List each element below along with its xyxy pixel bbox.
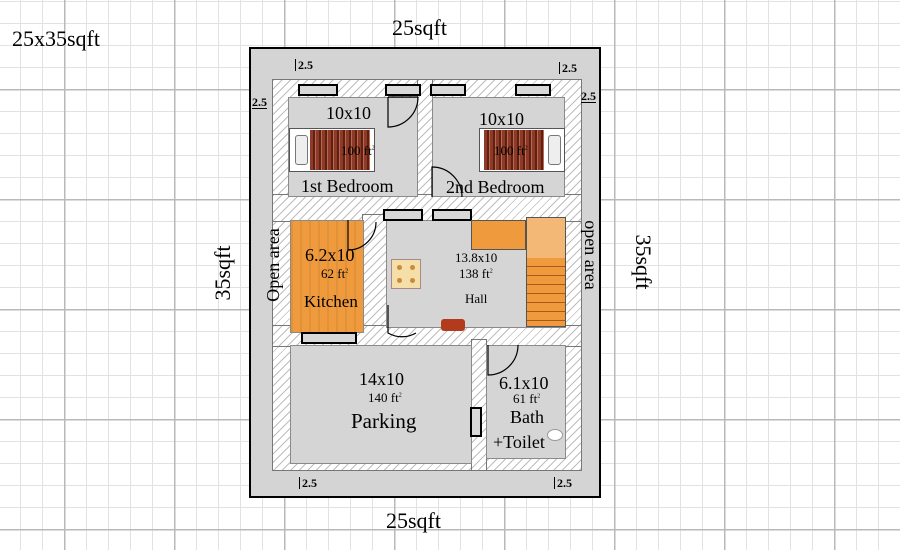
window-kitchen-bottom: [301, 332, 357, 344]
plot-length-right: 35sqft: [631, 234, 656, 290]
bath-size: 6.1x10: [499, 373, 549, 393]
window-bedroom1-right: [385, 84, 421, 96]
floor-plan: 2.5 2.5 2.5 2.5 2.5 2.5 Open area open a…: [249, 47, 601, 498]
window-bedroom2-left: [430, 84, 466, 96]
window-hall-top-left: [383, 209, 423, 221]
open-area-left: Open area: [263, 228, 283, 302]
toilet-icon: [547, 429, 563, 441]
plot-length-left: 35sqft: [210, 245, 235, 301]
bedspread: [484, 130, 544, 170]
parking-size: 14x10: [359, 369, 404, 389]
hall-furniture: [441, 319, 465, 331]
plot-width-bottom: 25sqft: [386, 508, 441, 533]
door-bath: [487, 344, 519, 376]
window-bedroom2-right: [515, 84, 551, 96]
bed-1st-bedroom: [289, 128, 375, 172]
wall-kitchen-hall: [362, 214, 388, 344]
door-swings: [347, 96, 519, 376]
setback-bottom-left: 2.5: [299, 477, 317, 489]
setback-top-left: 2.5: [295, 59, 313, 71]
bedroom2-area: 100 ft2: [494, 143, 528, 158]
stair-steps: [527, 258, 565, 326]
plan-title: 25x35sqft: [12, 26, 100, 51]
pillow-icon: [295, 135, 308, 165]
setback-left: 2.5: [252, 95, 267, 109]
parking-area: 140 ft2: [368, 390, 402, 405]
window-bath: [470, 407, 482, 437]
door-bedroom2: [431, 166, 463, 198]
setback-top-right: 2.5: [559, 62, 577, 74]
door-kitchen: [347, 220, 377, 251]
wall-parking-bath: [471, 339, 487, 471]
open-area-right: open area: [581, 220, 601, 290]
kitchen-size: 6.2x10: [305, 245, 355, 265]
window-bedroom1-left: [298, 84, 338, 96]
hall-size: 13.8x10: [455, 250, 498, 265]
bedroom2-name: 2nd Bedroom: [446, 177, 545, 197]
bedroom1-size: 10x10: [326, 103, 371, 123]
setback-right: 2.5: [581, 89, 596, 103]
stair-landing: [471, 220, 526, 250]
bedroom1-name: 1st Bedroom: [301, 176, 394, 196]
bedroom2-size: 10x10: [479, 109, 524, 129]
bedspread: [310, 130, 370, 170]
door-hall-parking: [387, 305, 417, 338]
bedroom1-area: 100 ft2: [341, 143, 375, 158]
setback-bottom-right: 2.5: [554, 477, 572, 489]
pillow-icon: [548, 135, 561, 165]
parking-name: Parking: [351, 409, 417, 433]
kitchen-area: 62 ft2: [321, 266, 349, 281]
bath-area: 61 ft2: [513, 391, 541, 406]
hall-name: Hall: [465, 291, 488, 306]
kitchen-name: Kitchen: [304, 292, 358, 311]
hall-table: [391, 259, 421, 289]
toilet-name: +Toilet: [493, 432, 545, 452]
hall-area: 138 ft2: [459, 266, 493, 281]
door-bedroom1: [387, 96, 419, 128]
room-kitchen: [290, 220, 364, 333]
plot-width-top: 25sqft: [392, 15, 447, 40]
staircase: [526, 217, 566, 327]
bed-2nd-bedroom: [479, 128, 565, 172]
bath-name: Bath: [510, 407, 544, 427]
room-parking: [290, 345, 472, 464]
window-hall-top-right: [432, 209, 472, 221]
